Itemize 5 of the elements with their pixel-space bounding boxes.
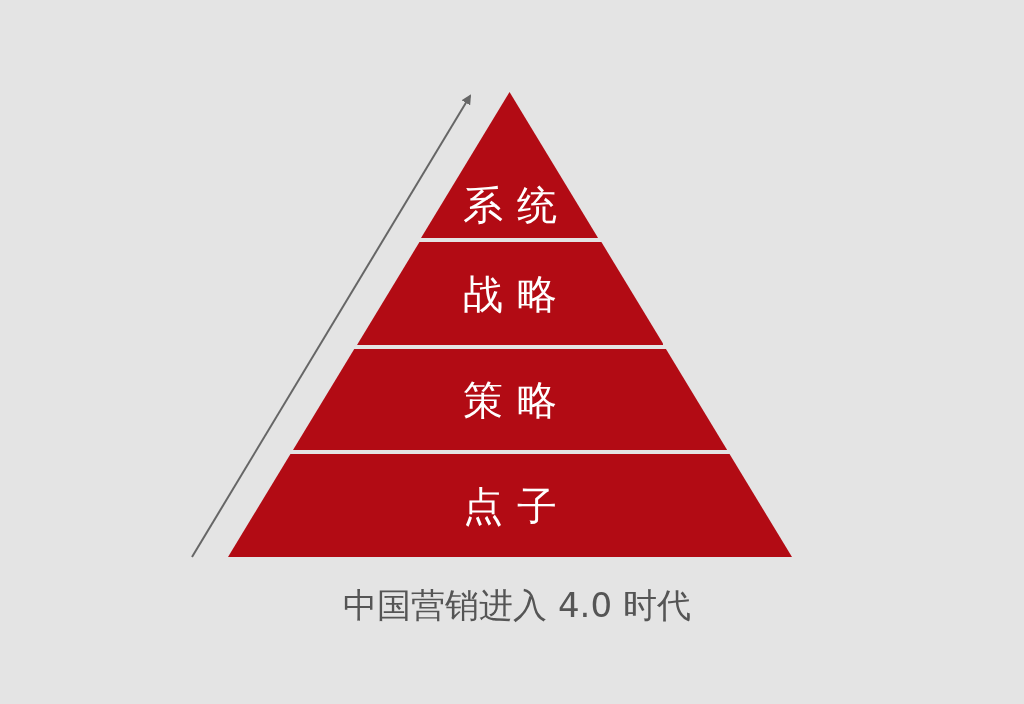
level-label: 策略: [462, 375, 571, 425]
level-label: 战略: [462, 269, 571, 319]
caption: 中国营销进入 4.0 时代: [342, 584, 691, 627]
level-label: 系统: [462, 181, 571, 230]
level-label: 点子: [462, 481, 571, 531]
